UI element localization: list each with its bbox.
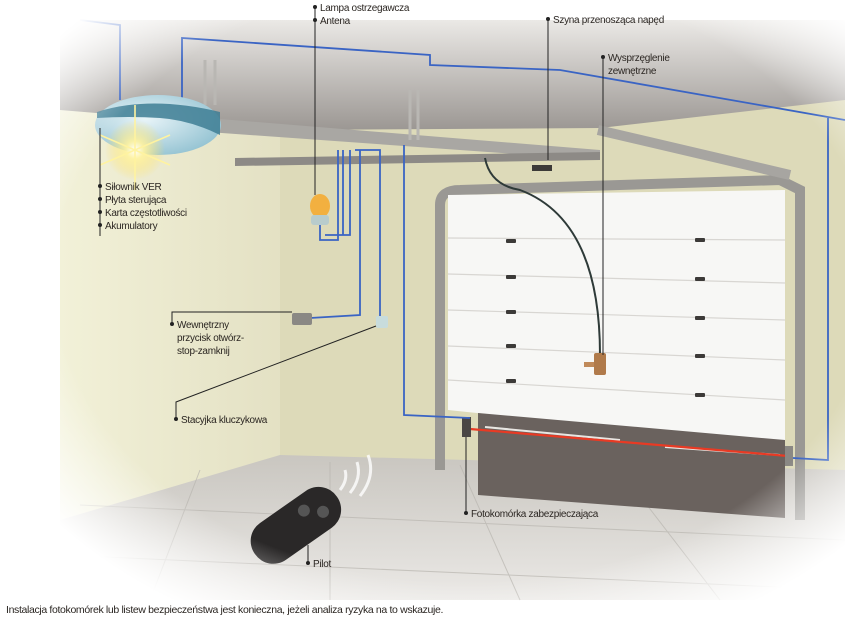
label-text: Stacyjka kluczykowa	[181, 415, 267, 426]
caption: Instalacja fotokomórek lub listew bezpie…	[6, 604, 444, 616]
bullet-icon	[174, 417, 178, 422]
label-text: Pilot	[313, 559, 331, 570]
leader-lines	[99, 8, 604, 564]
bullet-icon	[170, 322, 174, 327]
bullet-icon	[98, 197, 102, 202]
bullet-icon	[98, 210, 102, 215]
label-wall-button-line3: stop-zamknij	[177, 346, 230, 357]
label-text: Antena	[320, 16, 350, 27]
label-key-switch: Stacyjka kluczykowa	[174, 415, 267, 427]
label-text: Płyta sterująca	[105, 195, 167, 206]
label-text: Wysprzęglenie	[608, 53, 670, 64]
bullet-icon	[98, 223, 102, 228]
label-text: Szyna przenosząca napęd	[553, 15, 664, 26]
label-text: Wewnętrzny	[177, 320, 229, 331]
label-text: Karta częstotliwości	[105, 208, 187, 219]
bullet-icon	[98, 184, 102, 189]
label-external-release: Wysprzęglenie	[601, 53, 670, 65]
label-text: Siłownik VER	[105, 182, 162, 193]
label-motor: Siłownik VER	[98, 182, 162, 194]
label-frequency-card: Karta częstotliwości	[98, 208, 187, 220]
label-text: Akumulatory	[105, 221, 158, 232]
bullet-icon	[306, 561, 310, 566]
bullet-icon	[546, 17, 550, 22]
label-control-board: Płyta sterująca	[98, 195, 166, 207]
bullet-icon	[313, 18, 317, 23]
label-remote: Pilot	[306, 559, 331, 571]
bullet-icon	[313, 5, 317, 10]
label-wall-button-line2: przycisk otwórz-	[177, 333, 244, 344]
label-antenna: Antena	[313, 16, 350, 28]
label-text: Lampa ostrzegawcza	[320, 3, 410, 14]
label-warning-lamp: Lampa ostrzegawcza	[313, 3, 409, 15]
label-external-release-line2: zewnętrzne	[608, 66, 657, 77]
bullet-icon	[601, 55, 605, 60]
label-drive-rail: Szyna przenosząca napęd	[546, 15, 664, 27]
label-text: Fotokomórka zabezpieczająca	[471, 509, 598, 520]
label-wall-button: Wewnętrzny	[170, 320, 229, 332]
label-photocell: Fotokomórka zabezpieczająca	[464, 509, 598, 521]
bullet-icon	[464, 511, 468, 516]
label-batteries: Akumulatory	[98, 221, 158, 233]
